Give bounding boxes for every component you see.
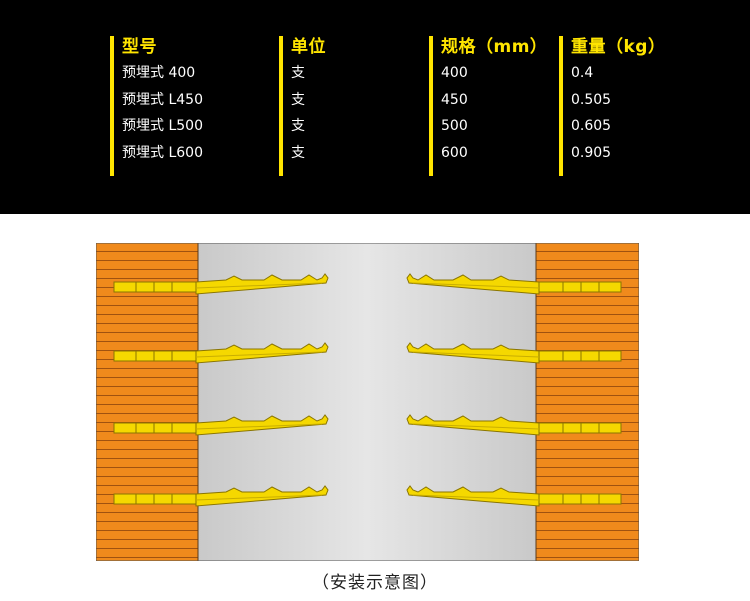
- diagram-caption: （安装示意图）: [312, 573, 438, 593]
- installation-diagram: [96, 243, 639, 561]
- table-cell: 预埋式 L450: [122, 91, 203, 108]
- table-cell: 600: [441, 144, 468, 161]
- table-cell: 预埋式 L500: [122, 118, 203, 134]
- table-cell: 支: [291, 91, 305, 108]
- column-model: 型号 预埋式 400 预埋式 L450 预埋式 L500 预埋式 L600: [110, 36, 272, 176]
- table-cell: 0.905: [571, 144, 612, 161]
- table-cell: 0.505: [571, 91, 612, 108]
- table-cell: 0.4: [571, 65, 594, 81]
- column-header-weight: 重量（kg）: [571, 37, 666, 57]
- table-cell: 400: [441, 65, 468, 81]
- table-cell: 预埋式 L600: [122, 144, 203, 161]
- gap-space: [198, 243, 536, 561]
- table-cell: 支: [291, 118, 305, 134]
- column-header-spec: 规格（mm）: [441, 37, 548, 57]
- column-spec: 规格（mm） 400 450 500 600: [429, 36, 551, 176]
- table-cell: 450: [441, 91, 468, 108]
- column-header-model: 型号: [122, 37, 157, 57]
- table-cell: 支: [291, 65, 305, 81]
- right-wall: [535, 243, 639, 561]
- spec-table: 型号 预埋式 400 预埋式 L450 预埋式 L500 预埋式 L600 单位…: [0, 0, 750, 214]
- table-cell: 0.605: [571, 118, 612, 134]
- table-cell: 支: [291, 144, 305, 161]
- table-cell: 500: [441, 118, 468, 134]
- column-unit: 单位 支 支 支 支: [279, 36, 411, 176]
- column-header-unit: 单位: [291, 37, 326, 57]
- table-cell: 预埋式 400: [122, 65, 196, 81]
- column-weight: 重量（kg） 0.4 0.505 0.605 0.905: [559, 36, 721, 176]
